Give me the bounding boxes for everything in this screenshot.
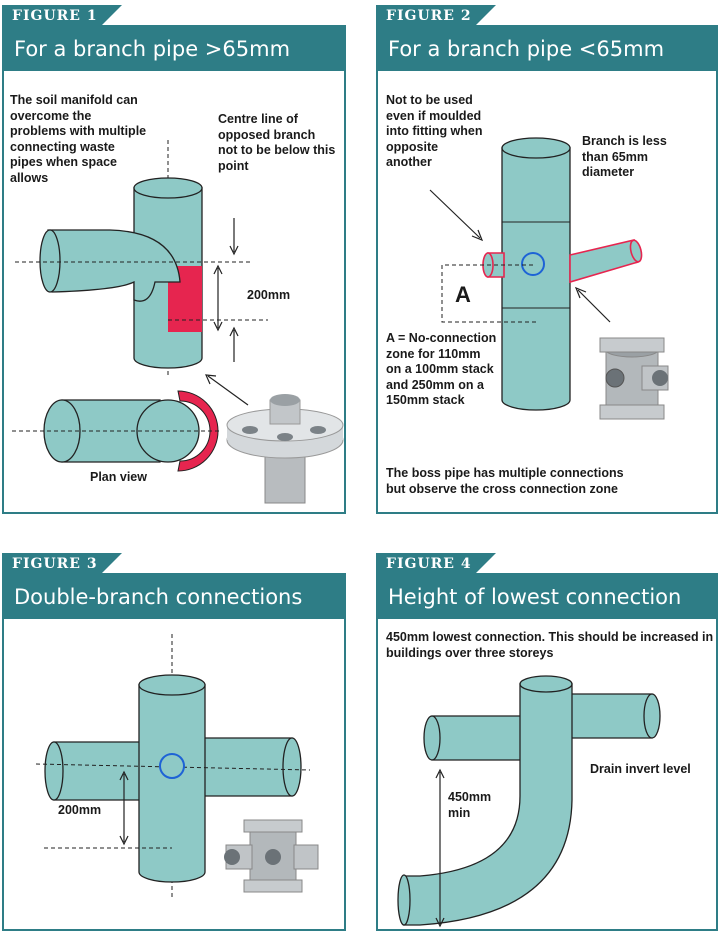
figure-3-title: Double-branch connections [2,575,346,619]
figure-1-title: For a branch pipe >65mm [2,27,346,71]
fig1-plan-view-label: Plan view [90,470,147,484]
figure-4-tag: FIGURE 4 [376,553,496,575]
figure-3-panel [2,573,346,931]
figure-4-panel [376,573,718,931]
figure-2-title: For a branch pipe <65mm [376,27,718,71]
figure-1-tag: FIGURE 1 [2,5,122,27]
figure-2-tag: FIGURE 2 [376,5,496,27]
figure-4-title: Height of lowest connection [376,575,718,619]
fig2-note-branch: Branch is less than 65mm diameter [582,134,667,179]
fig1-note-centre-line: Centre line of opposed branch not to be … [218,112,336,173]
fig2-note-zone: A = No-connection zone for 110mm on a 10… [386,331,497,407]
figure-3-tag: FIGURE 3 [2,553,122,575]
fig2-note-moulded: Not to be used even if moulded into fitt… [386,93,483,169]
fig2-note-boss: The boss pipe has multiple connections b… [386,466,624,496]
fig1-note-manifold: The soil manifold can overcome the probl… [10,93,147,185]
fig1-dim-label: 200mm [247,288,291,302]
fig3-dim-label: 200mm [58,803,102,817]
fig4-dim-label: 450mm min [448,790,492,820]
fig4-note-lowest: 450mm lowest connection. This should be … [386,630,714,660]
fig2-label-a: A [455,282,471,307]
fig4-drain-invert-label: Drain invert level [590,762,691,776]
